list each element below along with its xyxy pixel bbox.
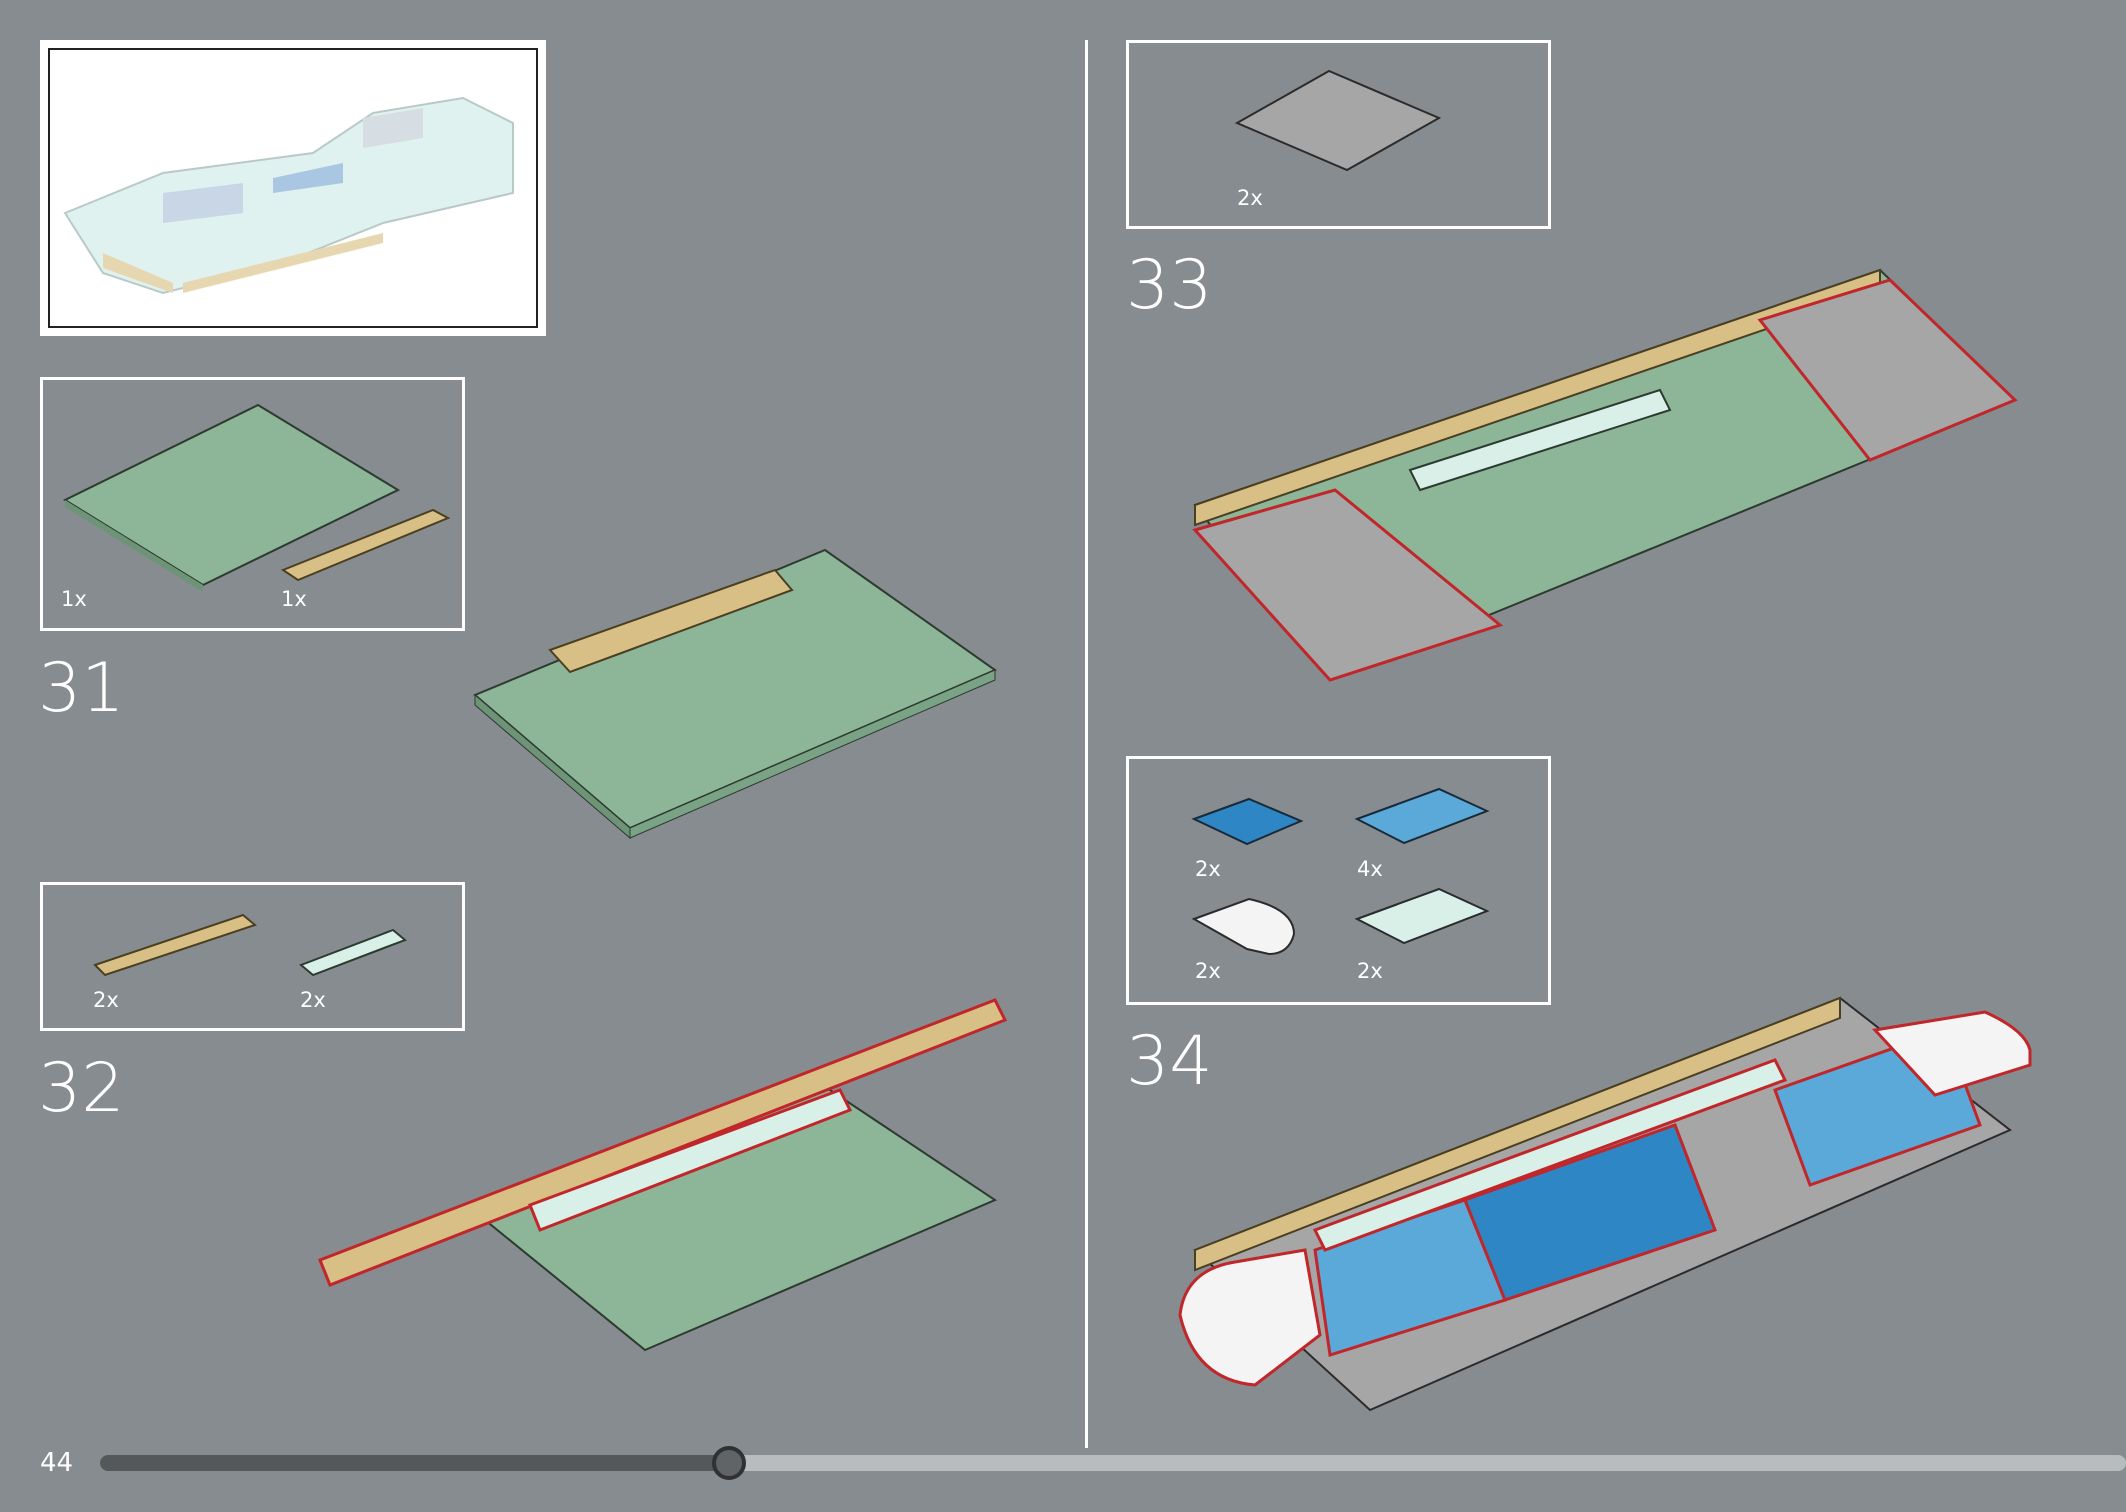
step-34-parts-box: 2x 4x 2x 2x [1126, 756, 1551, 1005]
step-34-parts-icons [1191, 787, 1490, 956]
step-32-part-1-qty: 2x [93, 988, 119, 1012]
step-34-part-3-qty: 2x [1195, 959, 1221, 983]
step-32-number: 32 [38, 1049, 125, 1128]
step-33-part-1-qty: 2x [1237, 186, 1263, 210]
step-32-parts-icons [93, 913, 407, 977]
part-gray-plate-icon [1234, 69, 1442, 172]
progress-track [100, 1455, 2126, 1471]
model-preview-image [63, 96, 514, 295]
progress-knob[interactable] [712, 1446, 746, 1480]
step-32-assembly-image [318, 998, 1008, 1352]
step-33-number: 33 [1126, 246, 1213, 325]
page-number: 44 [40, 1448, 74, 1478]
step-34-part-4-qty: 2x [1357, 959, 1383, 983]
step-34-number: 34 [1126, 1022, 1213, 1101]
step-31-parts-box: 1x 1x [40, 377, 465, 631]
step-31-number: 31 [38, 649, 125, 728]
step-31-part-2-qty: 1x [281, 587, 307, 611]
step-33-parts-box: 2x [1126, 40, 1551, 229]
step-34-assembly-image [1178, 996, 2032, 1412]
progress-fill [100, 1455, 729, 1471]
page-divider [1085, 40, 1088, 1448]
model-preview-frame [40, 40, 546, 336]
part-green-plate-icon [62, 403, 451, 592]
step-32-part-2-qty: 2x [300, 988, 326, 1012]
step-34-part-1-qty: 2x [1195, 857, 1221, 881]
step-33-assembly-image [1192, 268, 2018, 682]
model-preview-inner-frame [48, 48, 538, 328]
step-31-assembly-image [473, 548, 998, 840]
step-32-parts-box: 2x 2x [40, 882, 465, 1031]
step-34-part-2-qty: 4x [1357, 857, 1383, 881]
step-31-part-1-qty: 1x [61, 587, 87, 611]
